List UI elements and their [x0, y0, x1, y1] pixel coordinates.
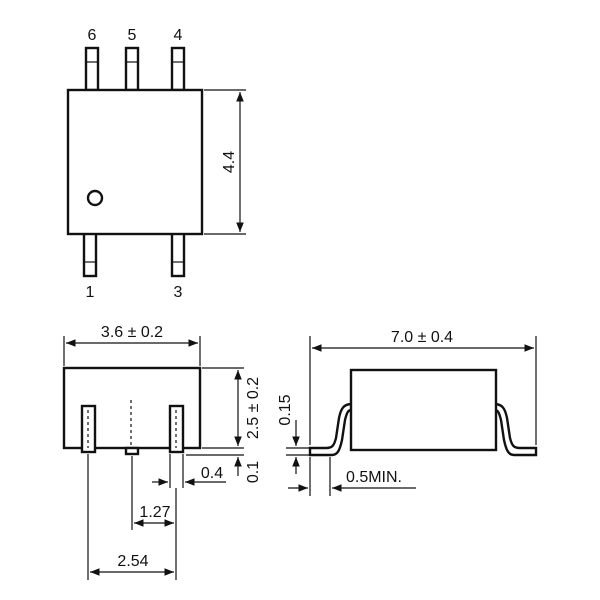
side-view: 3.6 ± 0.2 2.5 ± 0.2 0.1 0.4 1.27 2.54 — [62, 324, 262, 580]
dim-foot-length: 0.5MIN. — [346, 469, 402, 486]
lead-pin-5 — [124, 46, 140, 92]
package-body-end — [349, 368, 498, 452]
lead-pin-1 — [82, 230, 98, 278]
dim-half-pitch: 1.27 — [139, 504, 170, 521]
pin-label-6: 6 — [88, 27, 97, 44]
lead-pin-4 — [170, 46, 186, 92]
pin1-marker — [86, 189, 104, 207]
dim-pitch: 2.54 — [117, 553, 148, 570]
dim-overall-length: 7.0 ± 0.4 — [391, 329, 453, 346]
top-view: 6 5 4 1 3 4.4 — [66, 27, 246, 301]
lead-end-right — [492, 402, 538, 457]
lead-pin-3 — [170, 230, 186, 278]
dim-height: 2.5 ± 0.2 — [245, 377, 262, 439]
pin-label-5: 5 — [128, 27, 137, 44]
pin-label-4: 4 — [174, 27, 183, 44]
lead-pin-6 — [84, 46, 100, 92]
dim-body-width: 3.6 ± 0.2 — [101, 324, 163, 341]
dim-standoff: 0.1 — [245, 461, 262, 483]
pin-label-1: 1 — [86, 284, 95, 301]
end-view: 7.0 ± 0.4 0.15 0.5MIN. — [277, 329, 538, 496]
dim-body-length: 4.4 — [221, 151, 238, 173]
pin-label-3: 3 — [174, 284, 183, 301]
dim-lead-thickness: 0.15 — [277, 394, 294, 425]
package-body-top — [66, 88, 204, 236]
lead-side-center — [124, 446, 140, 456]
lead-end-left — [308, 402, 354, 457]
dim-lead-width: 0.4 — [201, 465, 223, 482]
